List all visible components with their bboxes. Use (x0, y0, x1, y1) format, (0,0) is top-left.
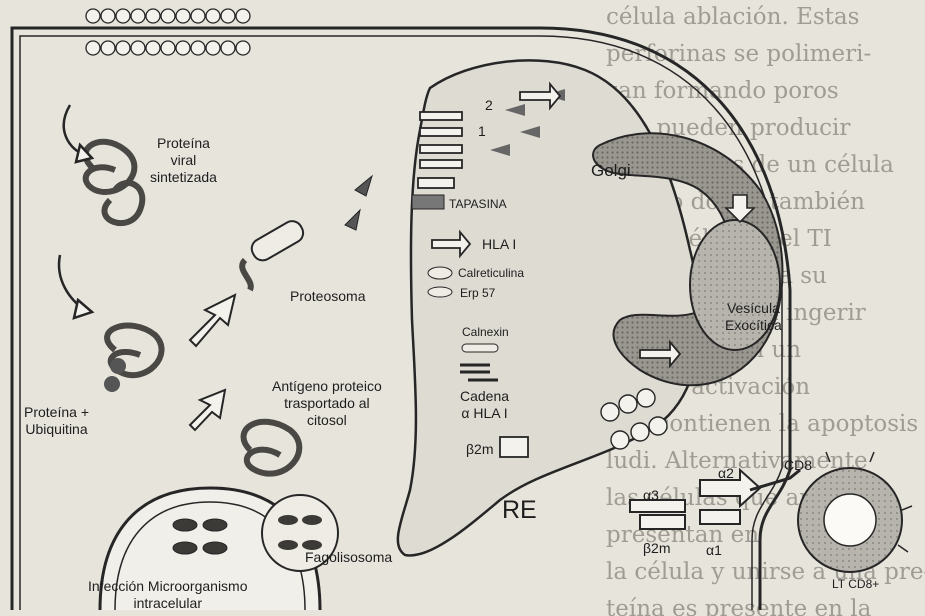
erp57-icon (428, 287, 452, 297)
label-viral-protein: Proteína viral sintetizada (150, 135, 217, 186)
label-proteasome: Proteosoma (290, 288, 365, 305)
block-arrow (190, 295, 235, 430)
calnexin-icon (462, 344, 498, 352)
label-step-2: 2 (485, 97, 493, 114)
ubiquitin (110, 358, 126, 374)
label-calnexin: Calnexin (462, 325, 509, 339)
label-alpha1: α1 (706, 542, 722, 559)
membrane-lipid-cluster (86, 9, 250, 55)
t-cell-nucleus (824, 494, 876, 546)
label-beta2m: β2m (466, 441, 494, 458)
label-infection: Infección Microorganismo intracelular (88, 578, 248, 612)
label-tapasin: TAPASINA (449, 197, 507, 211)
tapasin (412, 195, 444, 209)
ubiquitin (104, 376, 120, 392)
calreticulin-icon (428, 267, 452, 279)
viral-protein-tangle (86, 142, 143, 223)
label-cd8: CD8 (784, 457, 812, 474)
label-er: RE (502, 496, 537, 524)
label-golgi: Golgi (591, 162, 631, 179)
label-exocytic-vesicle: Vesícula Exocítica (725, 300, 782, 334)
proteasome-cylinder (242, 217, 307, 290)
label-hla-i: HLA I (482, 236, 516, 253)
beta2m-icon (500, 437, 528, 457)
label-protein-ubiquitin: Proteína + Ubiquitina (24, 404, 89, 438)
antigen-protein-tangle (244, 422, 300, 474)
label-phagolysosome: Fagolisosoma (305, 549, 392, 566)
label-step-1: 1 (478, 123, 486, 140)
peptide-fragments (345, 176, 372, 230)
label-alpha-chain: Cadena α HLA I (460, 388, 509, 422)
label-alpha2: α2 (718, 465, 734, 482)
label-erp57: Erp 57 (460, 286, 495, 300)
label-beta2m-surface: β2m (643, 540, 671, 557)
curved-arrow (59, 105, 92, 318)
label-antigen-transport: Antígeno proteico trasportado al citosol (272, 378, 382, 429)
label-calreticulin: Calreticulina (458, 266, 524, 280)
label-lt-cd8: LT CD8+ (832, 577, 879, 591)
label-alpha3: α3 (643, 487, 659, 504)
